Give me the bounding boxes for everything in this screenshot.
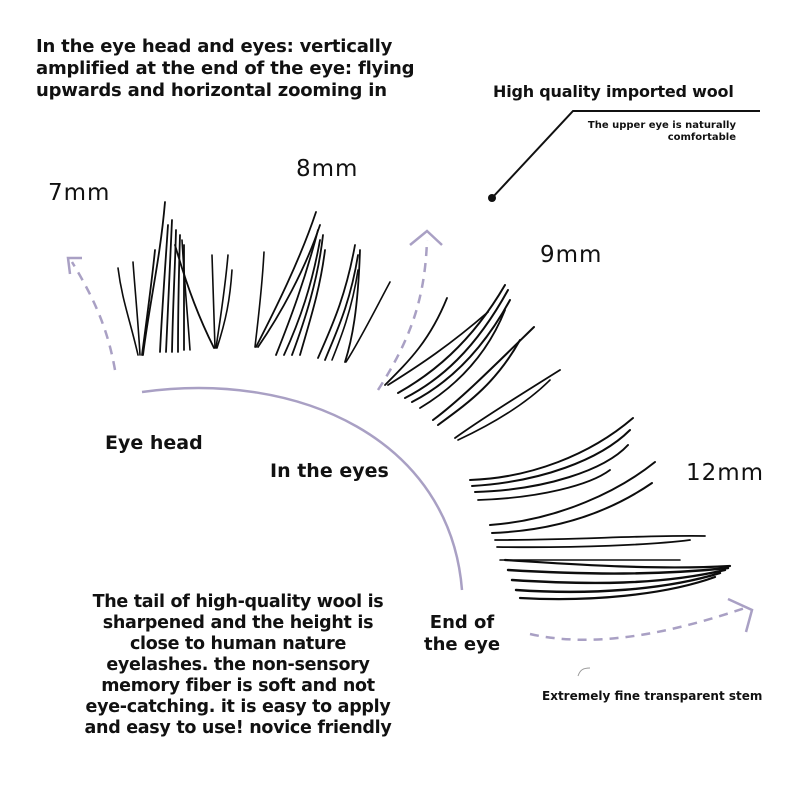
headline-line: upwards and horizontal zooming in (36, 80, 387, 101)
description-line: eyelashes. the non-sensory (106, 655, 370, 675)
zone-label-eye-head: Eye head (105, 432, 203, 454)
callout-leader-line (488, 110, 760, 202)
dashed-arrow-12mm (529, 597, 754, 642)
stem-pointer-mark (577, 667, 591, 677)
description-line: eye-catching. it is easy to apply (85, 697, 391, 717)
description-line: The tail of high-quality wool is (92, 592, 384, 612)
feature-callout-subtitle-line: The upper eye is naturally (587, 120, 736, 131)
headline-line: In the eye head and eyes: vertically (36, 36, 393, 57)
length-label-12mm: 12mm (686, 460, 765, 486)
lash-cluster-7mm (117, 201, 233, 356)
headline: In the eye head and eyes: vertically amp… (36, 36, 456, 102)
length-label-7mm: 7mm (48, 180, 111, 206)
zone-label-end-of-eye-line: End of (429, 612, 495, 633)
eye-contour-arc (141, 386, 464, 591)
feature-callout-subtitle: The upper eye is naturally comfortable (560, 120, 736, 144)
stem-note: Extremely fine transparent stem (542, 689, 763, 703)
headline-line: amplified at the end of the eye: flying (36, 58, 415, 79)
length-label-9mm: 9mm (540, 242, 603, 268)
description-line: memory fiber is soft and not (101, 676, 375, 696)
zone-label-end-of-eye-line: the eye (424, 634, 501, 655)
zone-label-end-of-eye: End of the eye (424, 612, 500, 656)
description-line: close to human nature (129, 634, 347, 654)
description-line: and easy to use! novice friendly (84, 718, 392, 738)
lash-cluster-8mm (254, 211, 391, 363)
lash-cluster-9mm (384, 284, 561, 441)
description-line: sharpened and the height is (102, 613, 374, 633)
product-description: The tail of high-quality wool is sharpen… (70, 592, 406, 739)
lash-cluster-12mm (469, 417, 732, 601)
dashed-arrow-7mm (66, 256, 117, 371)
feature-callout-title: High quality imported wool (493, 82, 734, 101)
length-label-8mm: 8mm (296, 156, 359, 182)
dashed-arrow-8mm (376, 229, 443, 391)
zone-label-in-the-eyes: In the eyes (270, 460, 389, 482)
feature-callout-subtitle-line: comfortable (667, 132, 736, 143)
